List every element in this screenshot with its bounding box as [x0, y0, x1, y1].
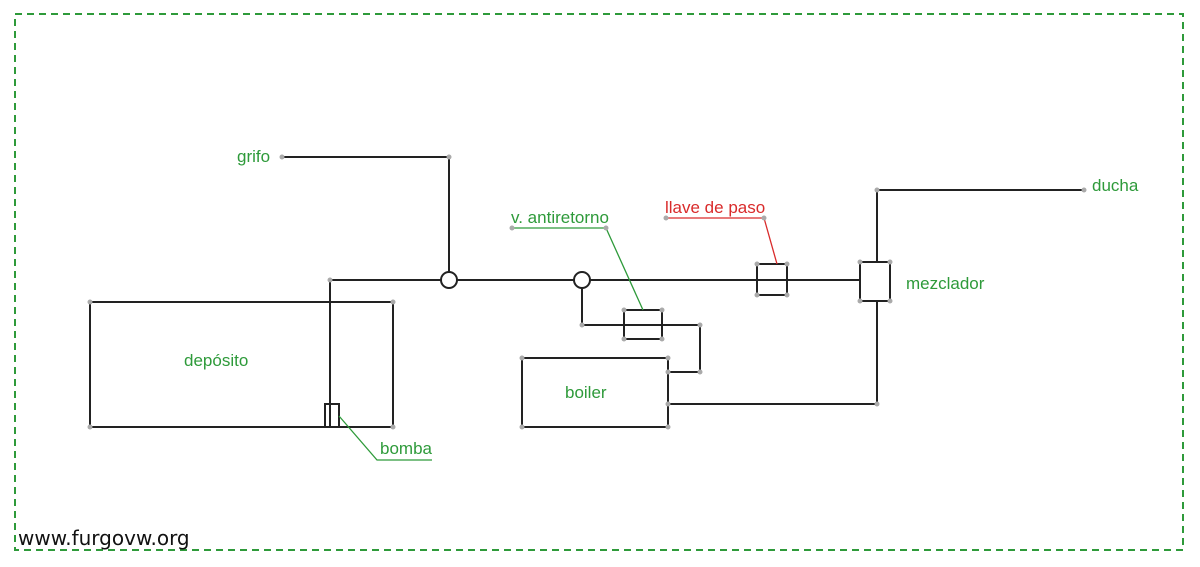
label-boiler: boiler: [565, 383, 607, 402]
label-bomba: bomba: [380, 439, 433, 458]
grifo-pipe: [282, 156, 450, 280]
watermark-text: www.furgovw.org: [18, 526, 190, 550]
diagram-frame: [14, 13, 1184, 551]
label-ducha: ducha: [1092, 176, 1139, 195]
label-llave-de-paso: llave de paso: [665, 198, 765, 217]
bomba-leader: [338, 415, 432, 461]
antiretorno-leader: [512, 227, 644, 311]
tee-junction-boiler: [573, 271, 591, 289]
ducha-pipe: [876, 189, 1084, 262]
tee-junction-grifo: [440, 271, 458, 289]
vertex-dots: [87, 154, 1087, 430]
bomba-symbol: [324, 403, 340, 428]
label-deposito: depósito: [184, 351, 248, 370]
label-antiretorno: v. antiretorno: [511, 208, 609, 227]
deposito-tank: [89, 301, 394, 428]
mixer-symbol: [859, 261, 891, 302]
boiler-box: [521, 357, 669, 428]
label-mezclador: mezclador: [906, 274, 985, 293]
llave-leader: [666, 217, 778, 265]
label-grifo: grifo: [237, 147, 270, 166]
